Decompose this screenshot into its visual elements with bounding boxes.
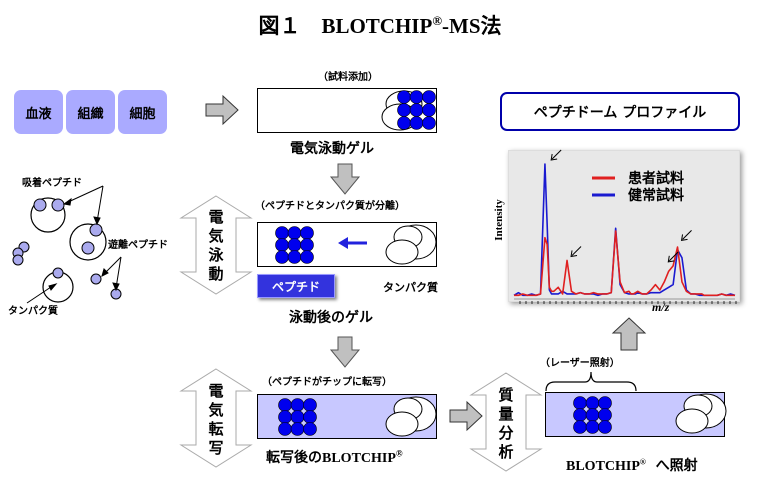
sample-beads-icon bbox=[381, 90, 436, 131]
legend-label: 患者試料 bbox=[628, 170, 684, 187]
peptide-bead bbox=[397, 90, 411, 104]
peptide-bead bbox=[278, 410, 292, 424]
sample-blood: 血液 bbox=[14, 90, 63, 134]
x-axis-label: m/z bbox=[652, 300, 670, 314]
arrow-left-icon bbox=[338, 237, 367, 249]
sample-tissue: 組織 bbox=[66, 90, 115, 134]
label-protein: タンパク質 bbox=[8, 306, 58, 317]
peptide-bead bbox=[275, 250, 289, 264]
peptide-bead bbox=[303, 422, 317, 436]
peptide-bead bbox=[409, 90, 424, 104]
peak-arrow-icon bbox=[570, 246, 582, 258]
protein-label: タンパク質 bbox=[383, 281, 438, 294]
brace-icon bbox=[545, 371, 637, 392]
side-label-electrotransfer: 電気転写 bbox=[208, 382, 224, 457]
peptide-bead bbox=[300, 238, 314, 252]
sample-cell: 細胞 bbox=[118, 90, 167, 134]
peptide-bead bbox=[303, 398, 317, 412]
protein-blob bbox=[385, 411, 419, 437]
figure-title: 図１ BLOTCHIP®-MS法 bbox=[258, 13, 502, 38]
peptide-bead bbox=[409, 116, 424, 130]
peptide-bead bbox=[287, 226, 302, 240]
peptide-bead bbox=[422, 116, 436, 130]
step4-caption-bottom: BLOTCHIP® へ照射 bbox=[566, 457, 698, 474]
peptide-bead bbox=[422, 103, 436, 117]
peptide-bead bbox=[275, 226, 289, 240]
peptide-bead bbox=[409, 103, 424, 117]
arrow-right-icon bbox=[449, 400, 483, 432]
peptide-bead bbox=[278, 398, 292, 412]
arrow-down-icon bbox=[329, 336, 361, 368]
peak-arrow-icon bbox=[550, 149, 562, 161]
peptide-bead bbox=[290, 410, 305, 424]
peptide-bead bbox=[598, 408, 612, 422]
legend-label: 健常試料 bbox=[628, 187, 684, 204]
side-label-electrophoresis: 電気泳動 bbox=[208, 208, 224, 283]
peptide-beads-icon bbox=[275, 226, 314, 264]
peptide-bead bbox=[422, 90, 436, 104]
peptide-beads-icon bbox=[573, 396, 612, 434]
series-line-0 bbox=[514, 230, 735, 297]
peptide-bead bbox=[300, 226, 314, 240]
series-line-1 bbox=[513, 163, 736, 297]
peptide-bead bbox=[598, 396, 612, 410]
peptide-bead bbox=[573, 396, 587, 410]
peptide-beads-icon bbox=[278, 398, 317, 436]
peptide-bead bbox=[585, 396, 600, 410]
label-adsorbed-peptide: 吸着ペプチド bbox=[22, 178, 82, 189]
step3-caption-top: （ペプチドがチップに転写） bbox=[262, 377, 392, 388]
peptide-bead bbox=[585, 408, 600, 422]
peak-arrow-icon bbox=[680, 230, 692, 242]
protein-blobs-icon bbox=[385, 396, 437, 437]
peptide-badge: ペプチド bbox=[257, 274, 335, 298]
step1-caption-top: （試料添加） bbox=[318, 72, 378, 83]
molecule-illustration bbox=[12, 185, 122, 304]
label-free-peptide: 遊離ペプチド bbox=[108, 240, 168, 251]
peptide-bead bbox=[290, 398, 305, 412]
peptide-bead bbox=[397, 103, 411, 117]
peptide-bead bbox=[287, 250, 302, 264]
peptide-bead bbox=[573, 408, 587, 422]
step2-caption-top: （ペプチドとタンパク質が分離） bbox=[255, 201, 405, 212]
arrow-down-icon bbox=[329, 163, 361, 195]
peptide-bead bbox=[275, 238, 289, 252]
peak-arrow-icon bbox=[667, 251, 679, 263]
peptide-bead bbox=[300, 250, 314, 264]
peptide-bead bbox=[598, 420, 612, 434]
peptide-bead bbox=[278, 422, 292, 436]
step2-caption-bottom: 泳動後のゲル bbox=[289, 310, 373, 326]
protein-blobs-icon bbox=[675, 393, 727, 434]
protein-blob bbox=[385, 239, 419, 265]
protein-blobs-icon bbox=[385, 224, 437, 265]
peptidome-profile-title: ペプチドーム プロファイル bbox=[500, 92, 740, 131]
double-arrow-icon bbox=[179, 368, 253, 468]
double-arrow-icon bbox=[179, 195, 253, 295]
step1-caption-bottom: 電気泳動ゲル bbox=[290, 141, 374, 157]
arrow-up-icon bbox=[611, 317, 647, 351]
y-axis-label: Intensity bbox=[492, 199, 505, 241]
protein-blob bbox=[675, 408, 709, 434]
step3-caption-bottom: 転写後のBLOTCHIP® bbox=[266, 448, 403, 466]
double-arrow-icon bbox=[469, 372, 543, 472]
side-label-mass-analysis: 質量分析 bbox=[498, 386, 514, 461]
peptide-bead bbox=[573, 420, 587, 434]
peptide-bead bbox=[585, 420, 600, 434]
step4-caption-top: （レーザー照射） bbox=[540, 358, 620, 369]
peptide-bead bbox=[303, 410, 317, 424]
arrow-right-icon bbox=[205, 94, 239, 126]
peptide-bead bbox=[290, 422, 305, 436]
peptide-bead bbox=[287, 238, 302, 252]
peptide-bead bbox=[397, 116, 411, 130]
